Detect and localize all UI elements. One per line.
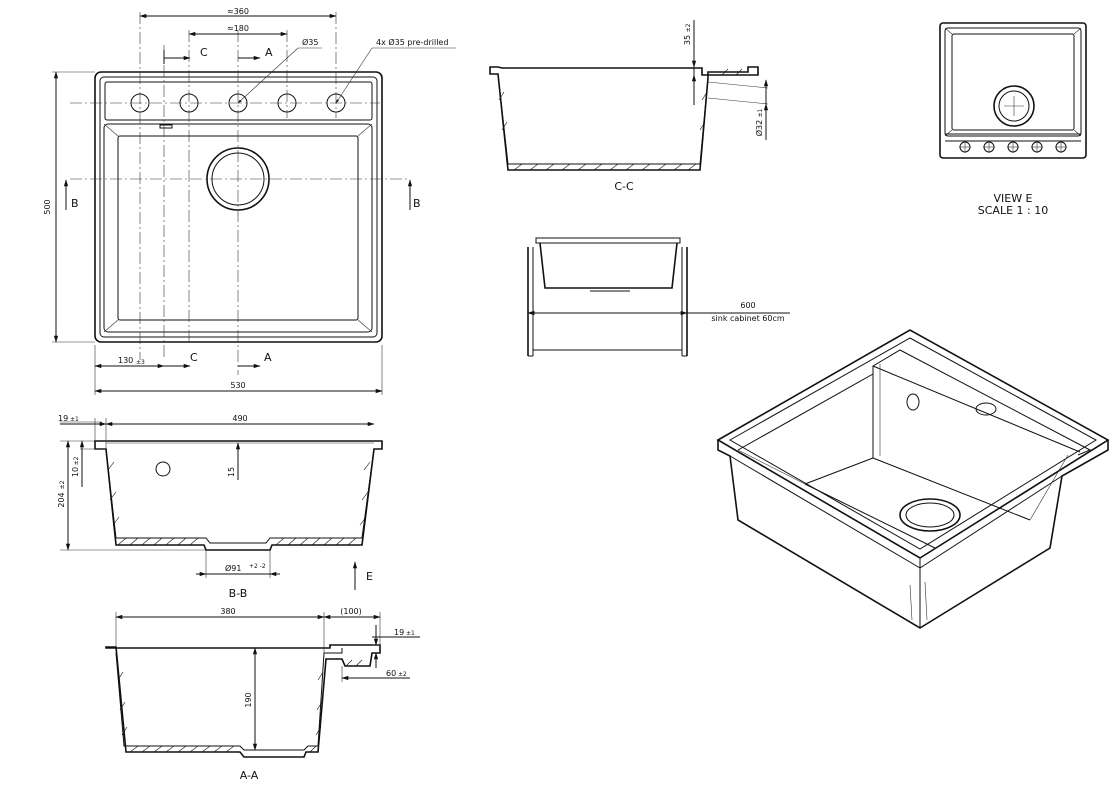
iso-tap-hole — [975, 402, 997, 416]
dim-lip: 10 — [71, 467, 80, 477]
dim-rim-bb: 19 — [58, 414, 68, 423]
dim-32-cc-tolerance: ±1 — [757, 108, 764, 117]
iso-drain-inner — [905, 502, 955, 528]
dim-60-tolerance: ±2 — [398, 671, 407, 678]
dim-hole-half-span: ≈180 — [227, 24, 249, 33]
dim-height: 500 — [43, 199, 52, 214]
dim-190: 190 — [244, 692, 253, 707]
iso-drain-outer — [899, 498, 961, 532]
view-e-title: VIEW E — [993, 192, 1032, 205]
section-c-label-top: C — [200, 46, 208, 59]
dim-inner-width: 490 — [232, 414, 247, 423]
dim-600: 600 — [740, 301, 755, 310]
iso-overflow-hole — [906, 393, 920, 411]
section-aa-outline — [105, 644, 381, 758]
section-c-label-bottom: C — [190, 351, 198, 364]
view-e: VIEW E SCALE 1 : 10 — [939, 22, 1087, 217]
sink-outer-outline — [94, 71, 383, 343]
iso-body-outline — [717, 440, 1109, 629]
section-cc: Ø32 ±1 35 ±2 C-C — [489, 20, 769, 193]
dim-lip-tolerance: ±2 — [73, 456, 80, 465]
dim-380: 380 — [220, 607, 235, 616]
dim-35-cc: 35 — [683, 35, 692, 45]
dim-drain-bb-tolerance: +2 -2 — [249, 563, 266, 570]
dim-60: 60 — [386, 669, 396, 678]
dim-width: 530 — [230, 381, 245, 390]
dim-depth-bb: 204 — [57, 492, 66, 507]
section-a-label-top: A — [265, 46, 273, 59]
dim-19-aa-tolerance: ±1 — [406, 630, 415, 637]
section-cc-outline — [489, 66, 759, 171]
dim-15: 15 — [227, 467, 236, 477]
view-e-outer — [939, 22, 1087, 159]
cabinet-note: sink cabinet 60cm — [711, 314, 784, 323]
dim-drain-bb: Ø91 — [225, 563, 241, 573]
dim-19-aa: 19 — [394, 628, 404, 637]
hole-diameter-label: Ø35 — [302, 37, 318, 47]
sink-rim-outline — [99, 76, 378, 338]
cabinet-sink-bowl — [539, 242, 678, 289]
dim-rim-bb-tolerance: ±1 — [70, 416, 79, 423]
dim-100: (100) — [340, 607, 362, 616]
section-aa: 380 (100) 19 ±1 60 ±2 190 A-A — [105, 607, 420, 782]
section-bb-label: B-B — [229, 587, 248, 600]
cabinet-view: 600 sink cabinet 60cm — [527, 237, 790, 357]
view-e-arrow-label: E — [366, 570, 373, 583]
view-e-tap-holes — [959, 141, 1067, 153]
section-aa-label: A-A — [240, 769, 259, 782]
cabinet-sink-rim — [535, 237, 681, 244]
view-e-scale: SCALE 1 : 10 — [978, 204, 1048, 217]
dim-offset-tolerance: ±3 — [136, 359, 145, 366]
view-e-drain-inner — [998, 90, 1030, 122]
tap-shelf — [104, 81, 373, 121]
section-bb: 19 ±1 490 204 ±2 10 ±2 15 Ø91 +2 -2 B-B … — [57, 414, 383, 600]
section-b-label-right: B — [413, 197, 421, 210]
overflow-hole — [155, 461, 171, 477]
view-e-drain-outer — [993, 85, 1035, 127]
dim-offset: 130 — [118, 356, 133, 365]
section-cc-label: C-C — [614, 180, 634, 193]
isometric-view — [716, 329, 1110, 629]
pre-drilled-note: 4x Ø35 pre-drilled — [376, 37, 448, 47]
section-a-label-bottom: A — [264, 351, 272, 364]
dim-35-cc-tolerance: ±2 — [685, 23, 692, 32]
iso-rim-inner — [728, 337, 1097, 550]
dim-32-cc: Ø32 — [754, 120, 764, 136]
dim-hole-span: ≈360 — [227, 7, 249, 16]
overflow-slot — [159, 124, 173, 129]
front-view: ≈360 ≈180 C A Ø35 4x Ø35 pre-drilled 500… — [43, 7, 456, 395]
dim-depth-bb-tolerance: ±2 — [59, 480, 66, 489]
section-b-label-left: B — [71, 197, 79, 210]
